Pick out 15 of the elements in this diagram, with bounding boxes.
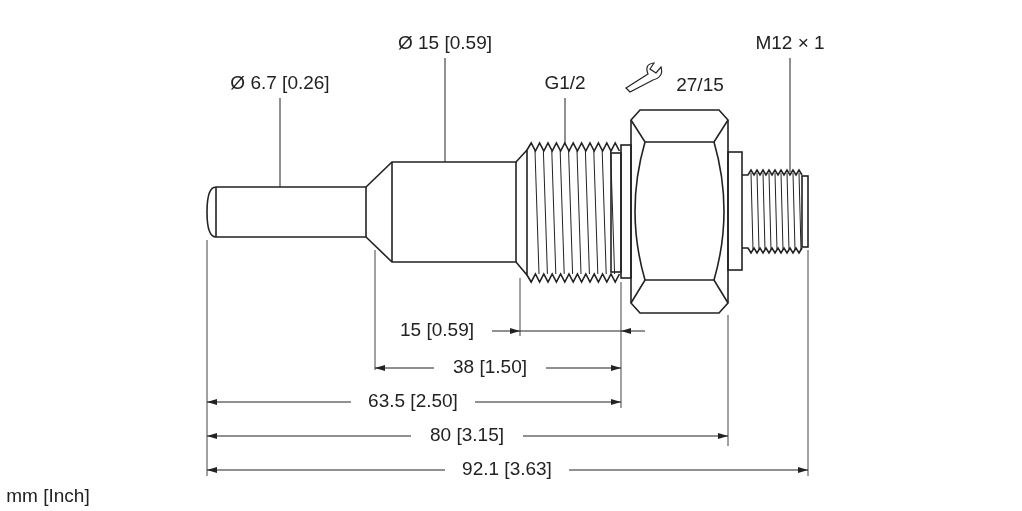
dimension-label: M12 × 1: [755, 32, 825, 54]
dimension-label: 80 [3.15]: [430, 424, 504, 446]
dimension-label: 27/15: [676, 74, 724, 96]
unit-note: mm [Inch]: [6, 485, 90, 507]
leader-line: [564, 97, 566, 146]
dimension-label: G1/2: [544, 72, 586, 94]
dimension-label: Ø 15 [0.59]: [398, 32, 492, 54]
dimension-label: 63.5 [2.50]: [368, 390, 458, 412]
leader-line: [444, 57, 446, 163]
dimension-label: 92.1 [3.63]: [462, 458, 552, 480]
dimension-label: 38 [1.50]: [453, 356, 527, 378]
dimension-label: 15 [0.59]: [400, 319, 474, 341]
leader-line: [279, 97, 281, 188]
dimension-label: Ø 6.7 [0.26]: [230, 72, 330, 94]
leader-line: [789, 57, 791, 173]
